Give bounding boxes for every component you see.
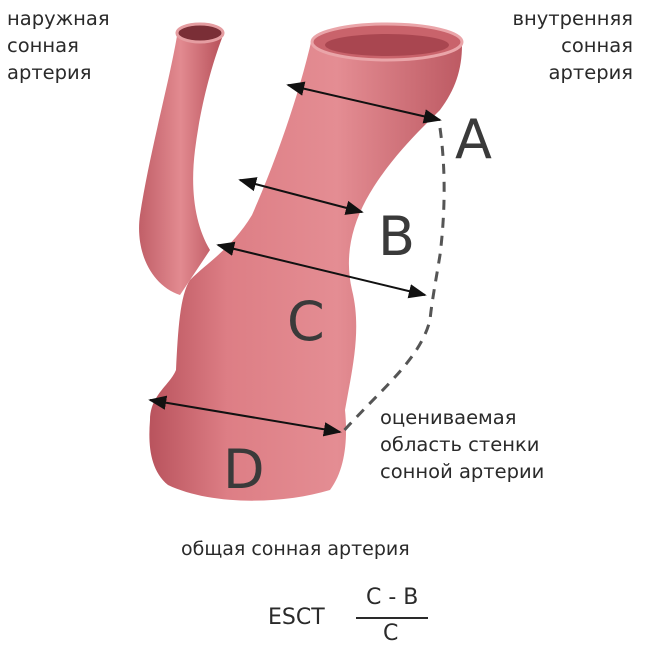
external-carotid-opening [177, 24, 223, 42]
formula-numerator: C - B [366, 585, 418, 610]
label-internal-carotid: внутренняя сонная артерия [513, 5, 633, 86]
external-carotid-branch [139, 30, 222, 295]
esct-formula: ESCT C - B C [268, 585, 468, 655]
point-label-d: D [223, 438, 265, 501]
label-assessed-wall: оцениваемая область стенки сонной артери… [380, 404, 544, 485]
formula-denominator: C [383, 621, 398, 646]
formula-lhs: ESCT [268, 605, 325, 630]
label-common-carotid: общая сонная артерия [181, 536, 410, 563]
label-line: оцениваемая [380, 404, 544, 431]
label-line: сонная [7, 32, 110, 59]
point-label-b: B [378, 205, 415, 268]
label-line: артерия [7, 59, 110, 86]
label-line: артерия [513, 59, 633, 86]
point-label-a: A [455, 108, 492, 171]
label-line: внутренняя [513, 5, 633, 32]
label-line: сонной артерии [380, 458, 544, 485]
label-line: наружная [7, 5, 110, 32]
label-line: сонная [513, 32, 633, 59]
label-external-carotid: наружная сонная артерия [7, 5, 110, 86]
point-label-c: C [287, 290, 325, 353]
label-line: область стенки [380, 431, 544, 458]
opening-inner [325, 34, 449, 56]
formula-fraction-bar [356, 617, 428, 619]
